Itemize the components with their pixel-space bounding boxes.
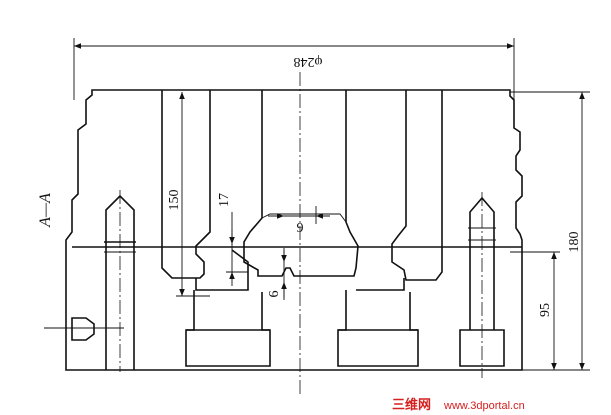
right-pin-head: [459, 329, 505, 367]
left-lower-die: [185, 290, 271, 367]
dim-150: 150: [167, 190, 182, 211]
left-core-step: [195, 249, 249, 291]
right-lower-die: [337, 290, 419, 367]
center-punch-inner: [261, 213, 347, 223]
center-punch-profile: [243, 90, 359, 277]
right-cavity-profile: [391, 90, 443, 281]
right-core-step: [356, 278, 405, 291]
dim-95: 95: [538, 303, 553, 317]
dim-9: 9: [297, 221, 304, 236]
watermark-cn: 三维网: [392, 397, 431, 412]
dim-phi248: φ248: [293, 54, 322, 69]
ejector-pin: [71, 317, 95, 341]
section-label: A—A: [37, 193, 54, 228]
dim-180: 180: [567, 232, 582, 253]
dim-17: 17: [217, 193, 232, 207]
dim-6: 6: [267, 291, 282, 298]
left-cavity-profile: [161, 90, 211, 279]
die-body-outline: [65, 89, 523, 371]
watermark-url: www.3dportal.cn: [443, 400, 525, 412]
